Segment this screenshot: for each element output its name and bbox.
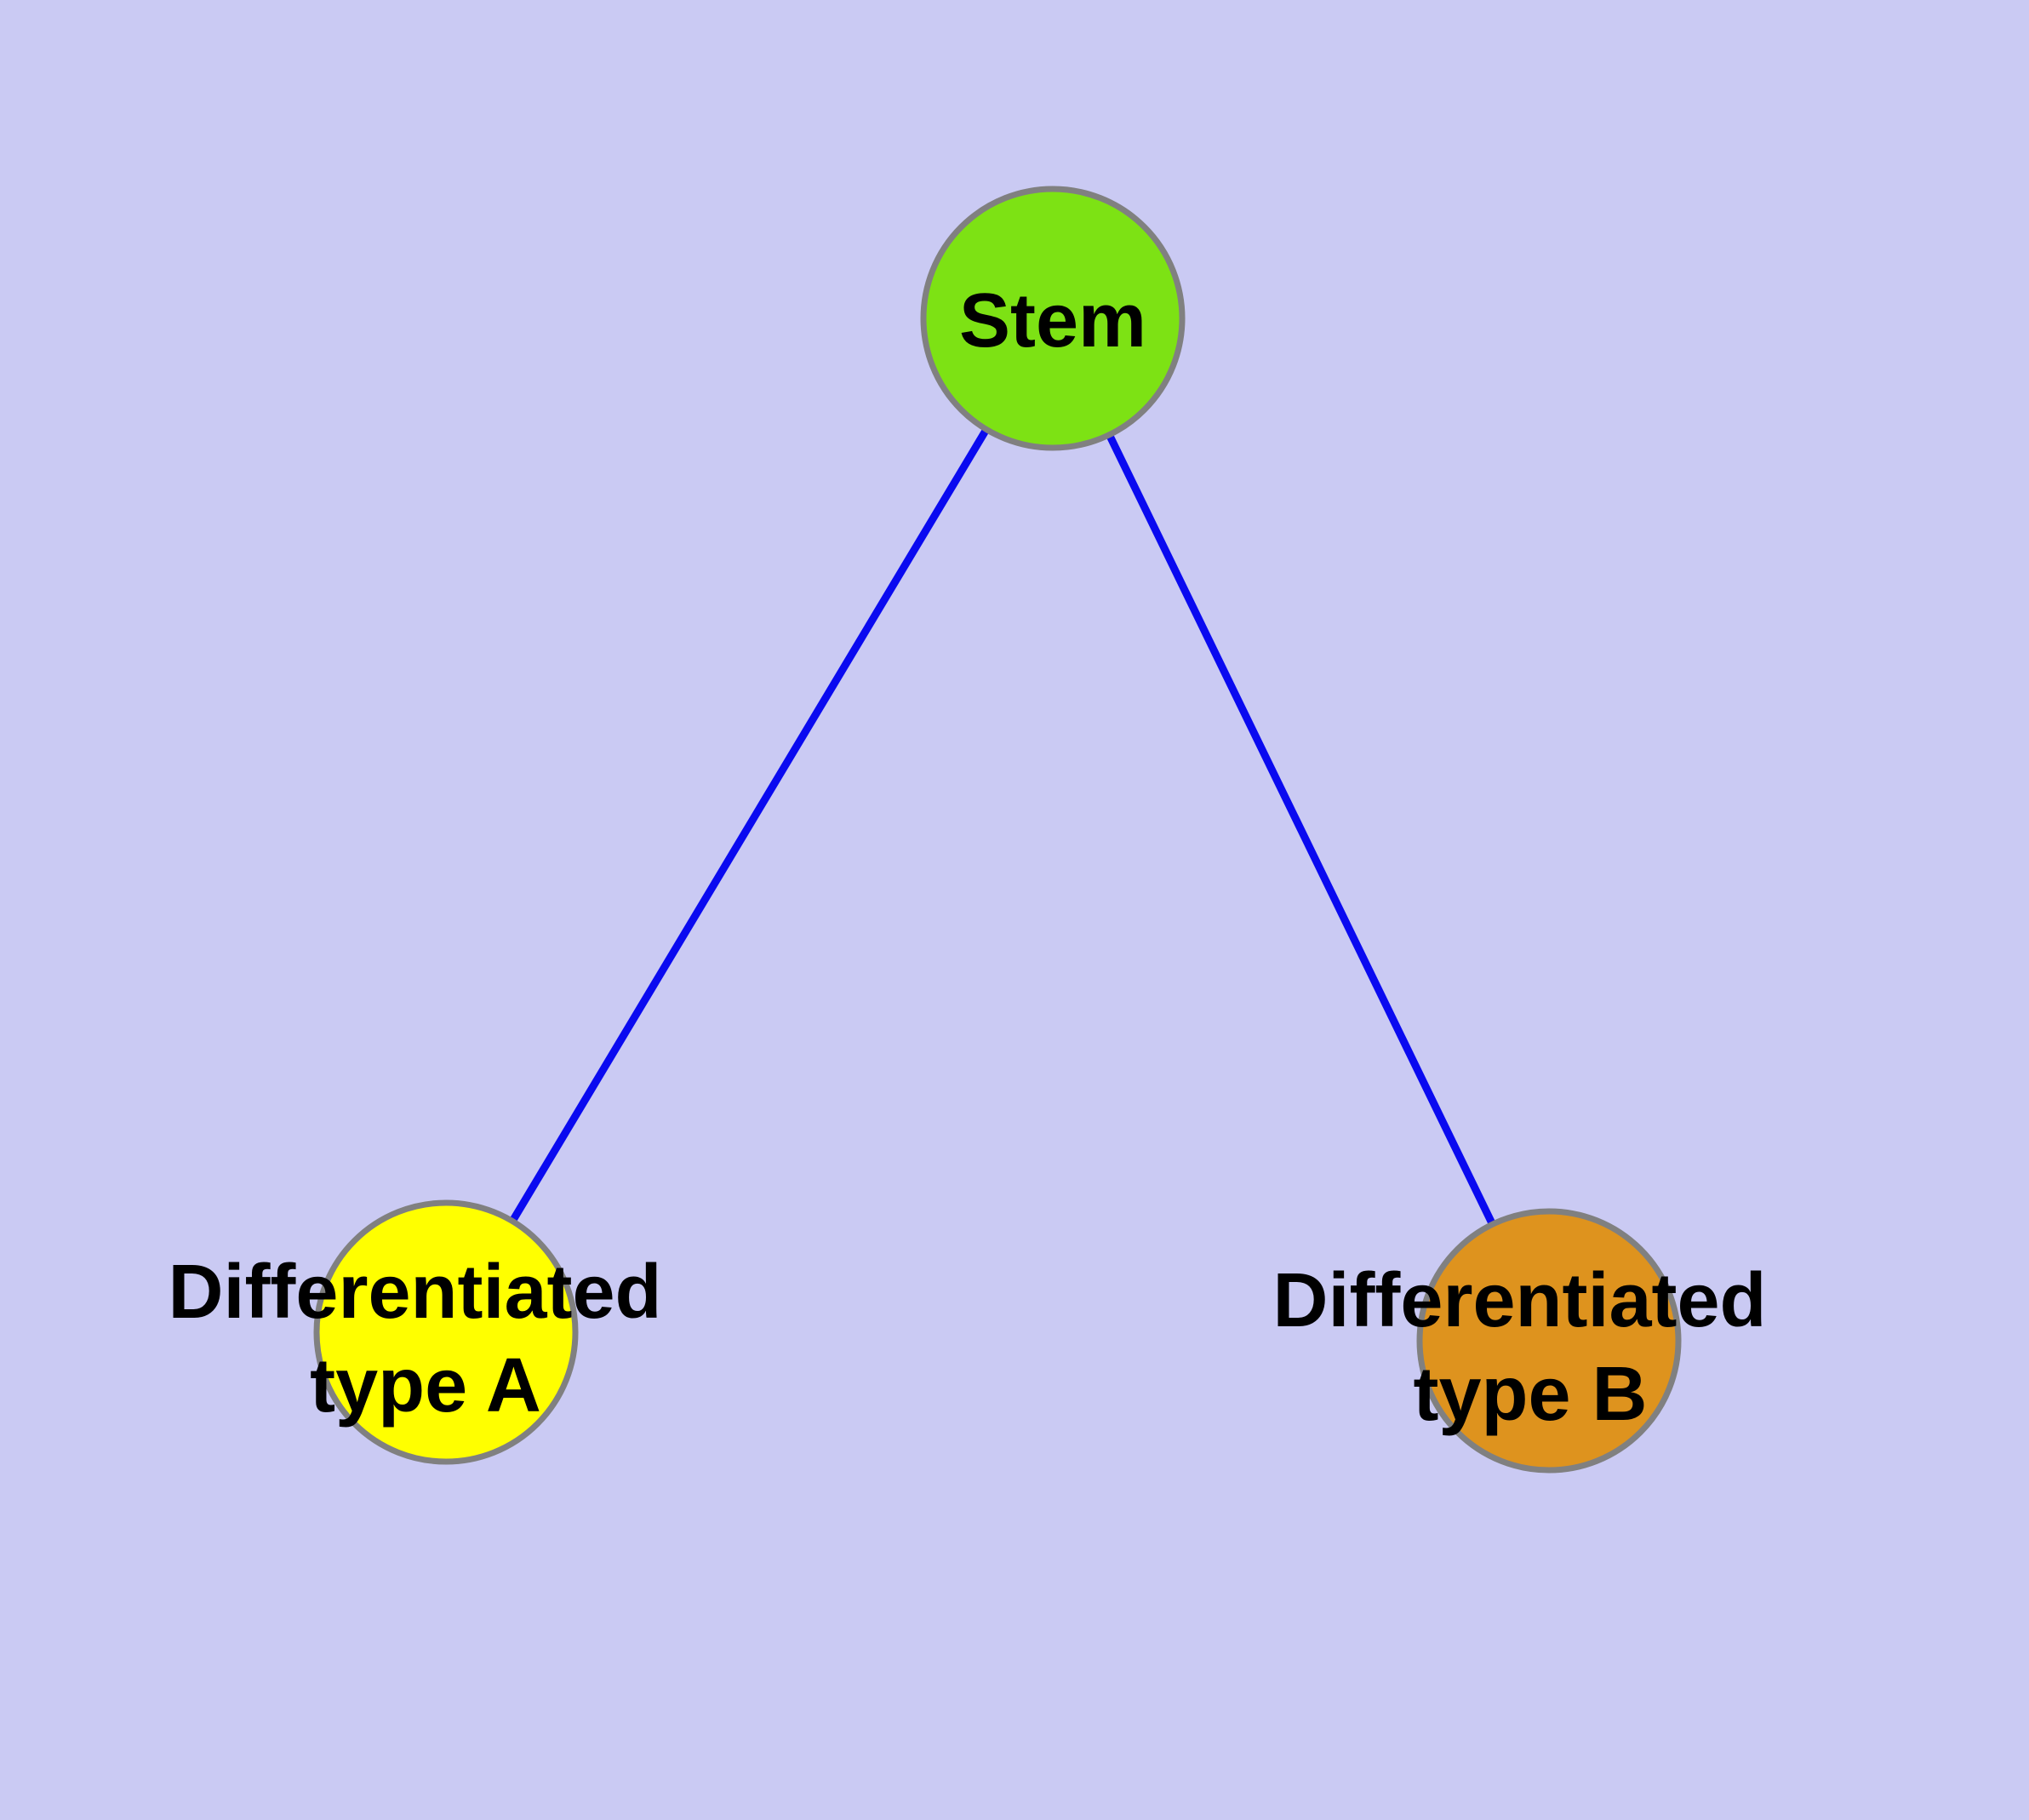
node-typeA-label-line1: Differentiated — [168, 1250, 661, 1335]
node-typeB-circle — [1416, 1208, 1682, 1474]
node-typeB-label: Differentiated type B — [1272, 1258, 1787, 1437]
node-typeA-circle — [313, 1199, 579, 1465]
node-stem-circle — [920, 186, 1186, 451]
label-group: Stem Differentiated type A Differentiate… — [168, 278, 1787, 1437]
node-typeB-label-line2: type B — [1413, 1352, 1647, 1437]
edge-stem-to-typeB — [1049, 317, 1553, 1342]
edge-group — [443, 316, 1553, 1342]
edge-stem-to-typeA — [443, 316, 1056, 1335]
node-group — [313, 186, 1682, 1474]
node-typeB-label-line1: Differentiated — [1272, 1258, 1766, 1343]
node-stem-label: Stem — [959, 278, 1146, 363]
node-typeA-label: Differentiated type A — [168, 1250, 683, 1428]
node-typeA-label-line2: type A — [310, 1343, 541, 1428]
